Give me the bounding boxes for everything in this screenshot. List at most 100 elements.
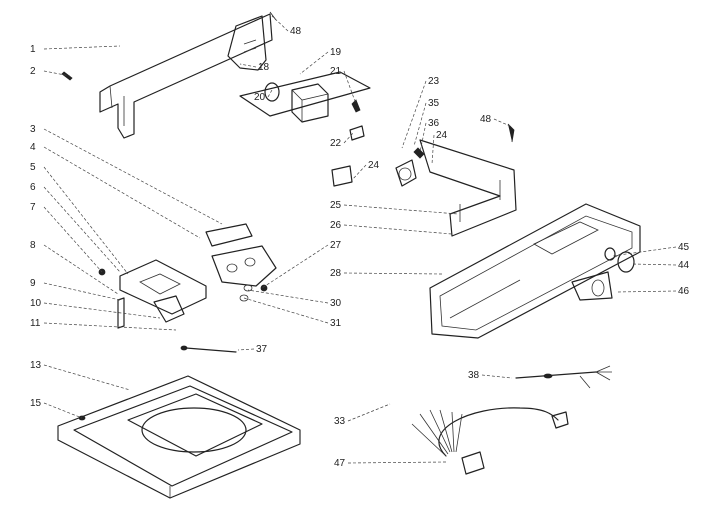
- leader-line-1: [43, 45, 121, 50]
- lever-9: [117, 297, 125, 329]
- callout-label-48: 48: [290, 26, 302, 37]
- leader-line-7: [43, 206, 103, 273]
- callout-label-6: 6: [30, 182, 36, 193]
- callout-label-33: 33: [334, 416, 346, 427]
- leader-line-2: [43, 70, 71, 77]
- screw-2: [61, 71, 73, 81]
- leader-line-31: [243, 297, 329, 324]
- leader-line-18: [239, 63, 257, 68]
- callout-label-37: 37: [256, 344, 268, 355]
- callout-label-9: 9: [30, 278, 36, 289]
- callout-label-36: 36: [428, 118, 440, 129]
- leader-line-28: [343, 272, 443, 275]
- callout-label-46: 46: [678, 286, 690, 297]
- leader-line-5: [43, 166, 129, 275]
- top-cover-13: [57, 375, 301, 499]
- leader-line-24: [431, 134, 435, 165]
- callout-layer: 1248181921202335362448222425262728303145…: [30, 15, 690, 469]
- switch-24: [331, 165, 353, 187]
- leader-line-4: [43, 146, 201, 239]
- callout-label-35: 35: [428, 98, 440, 109]
- cam-23: [395, 159, 417, 187]
- leader-line-45: [611, 246, 677, 257]
- callout-label-19: 19: [330, 47, 342, 58]
- lid-switch-bracket: [119, 259, 207, 323]
- callout-label-24: 24: [368, 160, 380, 171]
- leader-line-35: [413, 102, 427, 147]
- leader-line-37: [237, 348, 255, 351]
- callout-label-47: 47: [334, 458, 346, 469]
- washer-31: [239, 294, 249, 302]
- callout-label-44: 44: [678, 260, 690, 271]
- leader-line-47: [347, 461, 447, 464]
- knob-45: [604, 247, 616, 261]
- callout-label-23: 23: [428, 76, 440, 87]
- callout-label-48: 48: [480, 114, 492, 125]
- wire-harness-38: [515, 365, 612, 389]
- leader-line-20: [267, 89, 273, 98]
- leader-line-38: [481, 374, 513, 379]
- switch-bracket-25: [419, 139, 517, 237]
- callout-label-3: 3: [30, 124, 36, 135]
- timer-plate: [239, 71, 371, 117]
- callout-label-30: 30: [330, 298, 342, 309]
- leader-line-33: [347, 403, 391, 422]
- screw-21: [351, 99, 361, 113]
- leader-line-24: [351, 164, 367, 181]
- leader-line-25: [343, 204, 459, 215]
- callout-label-27: 27: [330, 240, 342, 251]
- clip-22: [349, 125, 365, 141]
- leader-line-3: [43, 128, 223, 225]
- callout-label-8: 8: [30, 240, 36, 251]
- callout-label-38: 38: [468, 370, 480, 381]
- callout-label-28: 28: [330, 268, 342, 279]
- screw-36: [413, 147, 425, 159]
- callout-label-24: 24: [436, 130, 448, 141]
- leader-line-9: [43, 282, 121, 301]
- hinge-plate-3: [205, 223, 253, 247]
- control-panel-28: [429, 203, 641, 339]
- wire-harness-33: [411, 407, 569, 475]
- leader-line-30: [247, 289, 329, 304]
- leader-line-15: [43, 402, 83, 419]
- wire-37: [180, 345, 237, 353]
- leader-line-19: [299, 51, 329, 75]
- callout-label-1: 1: [30, 44, 36, 55]
- callout-label-25: 25: [330, 200, 342, 211]
- screw-48-right: [507, 123, 515, 143]
- leader-line-8: [43, 244, 119, 295]
- callout-label-2: 2: [30, 66, 36, 77]
- knob-44: [617, 251, 635, 273]
- callout-label-20: 20: [254, 92, 266, 103]
- hinge-4: [211, 245, 277, 287]
- callout-label-21: 21: [330, 66, 342, 77]
- washer-30: [243, 284, 253, 292]
- timer-motor: [291, 83, 329, 123]
- callout-label-26: 26: [330, 220, 342, 231]
- knob-20: [264, 82, 280, 102]
- callout-label-45: 45: [678, 242, 690, 253]
- leader-line-13: [43, 364, 131, 391]
- leader-line-48: [271, 15, 289, 32]
- leader-line-21: [343, 70, 357, 105]
- leader-line-48: [493, 118, 511, 127]
- callout-label-10: 10: [30, 298, 42, 309]
- leader-line-11: [43, 322, 177, 331]
- leader-line-44: [631, 263, 677, 266]
- callout-label-15: 15: [30, 398, 42, 409]
- leader-line-6: [43, 186, 121, 273]
- callout-label-7: 7: [30, 202, 36, 213]
- callout-label-22: 22: [330, 138, 342, 149]
- top-control-bracket: [99, 13, 273, 139]
- callout-label-13: 13: [30, 360, 42, 371]
- callout-label-5: 5: [30, 162, 36, 173]
- leader-line-27: [261, 244, 329, 289]
- callout-label-18: 18: [258, 62, 270, 73]
- callout-label-11: 11: [30, 318, 41, 329]
- leader-line-26: [343, 224, 453, 235]
- leader-line-23: [401, 80, 427, 149]
- screw-27: [260, 284, 268, 292]
- leader-line-46: [615, 290, 677, 293]
- callout-label-31: 31: [330, 318, 342, 329]
